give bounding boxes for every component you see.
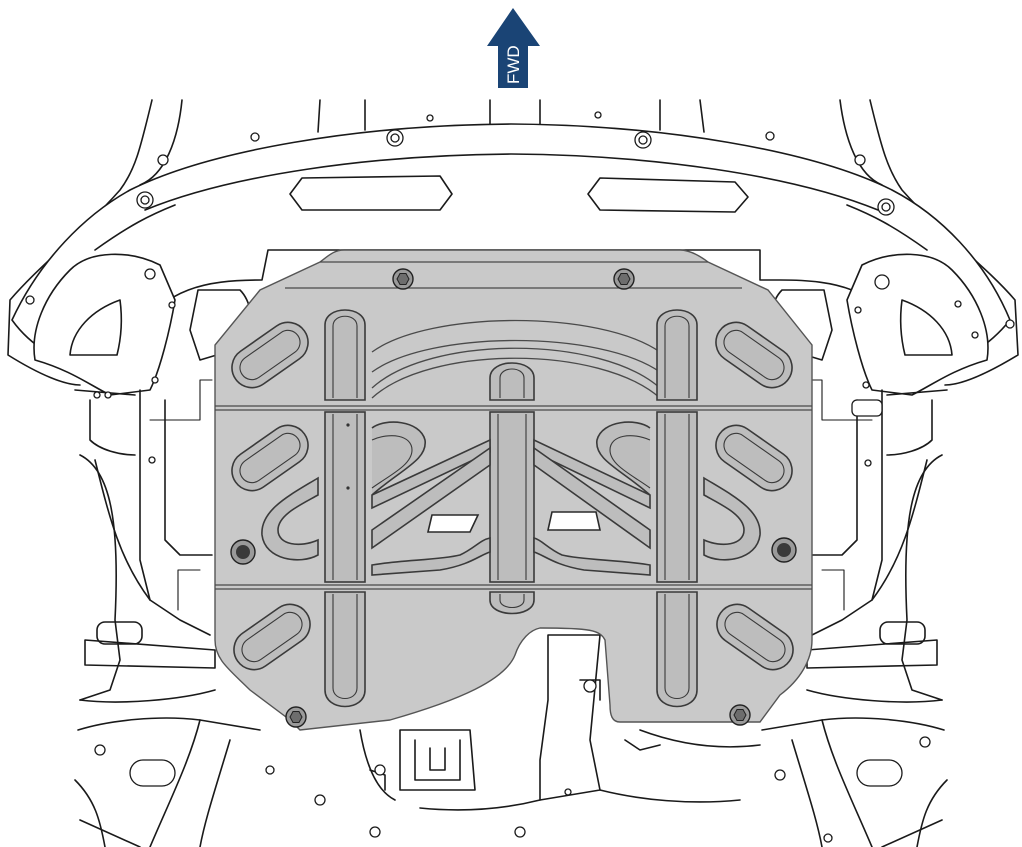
- right-vent-slot: [547, 511, 601, 531]
- diagonal-ribs: [261, 421, 761, 576]
- mounting-bolts: [230, 268, 797, 728]
- bolt-icon: [285, 706, 307, 728]
- forward-arrow-label: FWD: [504, 45, 523, 84]
- lower-right-oval-hole: [856, 759, 903, 787]
- vehicle-underbody: [7, 99, 1019, 847]
- bolt-icon: [613, 268, 635, 290]
- bumper-vent-right: [587, 177, 749, 213]
- bumper-fasteners: [136, 129, 895, 216]
- oval-recesses: [231, 321, 794, 671]
- bolt-icon: [729, 704, 751, 726]
- mounting-holes: [25, 111, 1015, 843]
- exhaust-bracket: [539, 634, 601, 801]
- vent-slots: [426, 511, 601, 533]
- forward-arrow: FWD: [487, 8, 540, 88]
- bumper-vent-left: [289, 175, 453, 211]
- oil-filter-bracket: [399, 729, 476, 791]
- forward-arrow-icon: [487, 8, 540, 88]
- bolt-icon: [771, 537, 797, 563]
- left-vent-slot: [426, 514, 480, 533]
- vertical-ribs: [324, 309, 698, 708]
- bolt-icon: [392, 268, 414, 290]
- skid-plate: [214, 249, 813, 731]
- lower-left-oval-hole: [129, 759, 176, 787]
- bolt-icon: [230, 539, 256, 565]
